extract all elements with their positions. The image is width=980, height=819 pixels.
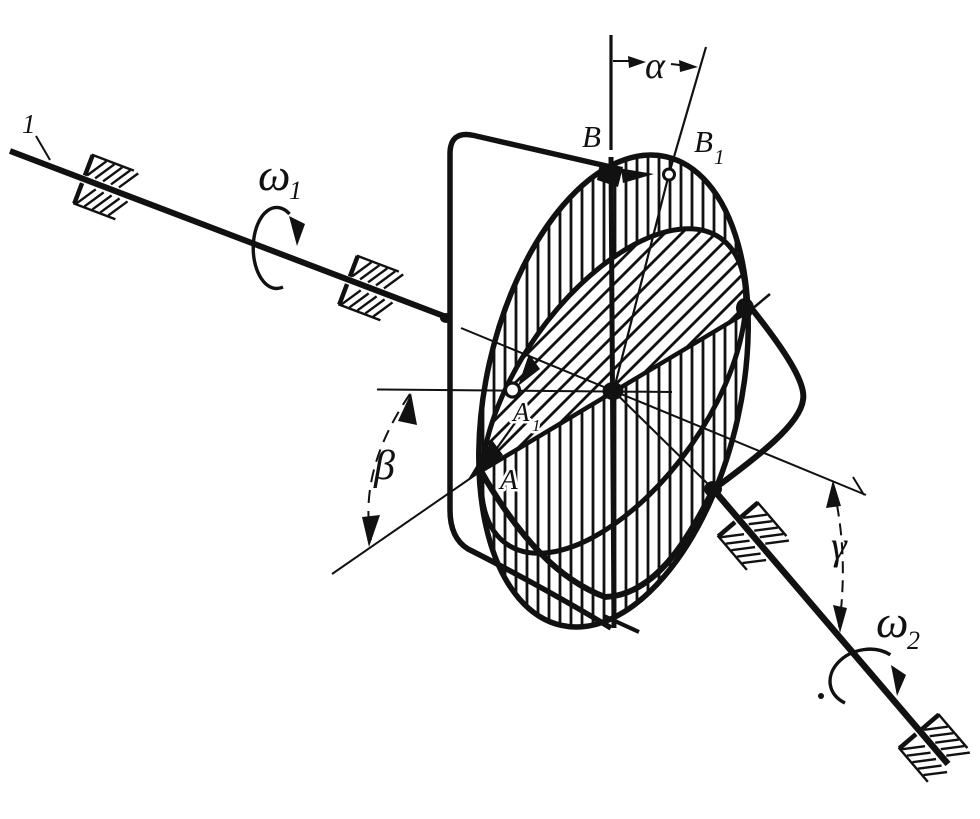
svg-text:A: A [511, 397, 530, 427]
svg-text:β: β [373, 443, 395, 489]
svg-text:B: B [694, 124, 713, 159]
svg-text:B: B [582, 119, 601, 154]
svg-text:1: 1 [289, 176, 302, 205]
svg-text:1: 1 [22, 109, 36, 139]
svg-text:1: 1 [714, 145, 725, 169]
svg-text:A: A [498, 464, 518, 496]
svg-text:1: 1 [532, 416, 541, 435]
svg-text:2: 2 [907, 626, 920, 655]
svg-text:ω: ω [876, 596, 908, 647]
svg-text:ω: ω [258, 149, 290, 200]
svg-text:γ: γ [831, 523, 848, 568]
svg-text:α: α [645, 45, 666, 87]
